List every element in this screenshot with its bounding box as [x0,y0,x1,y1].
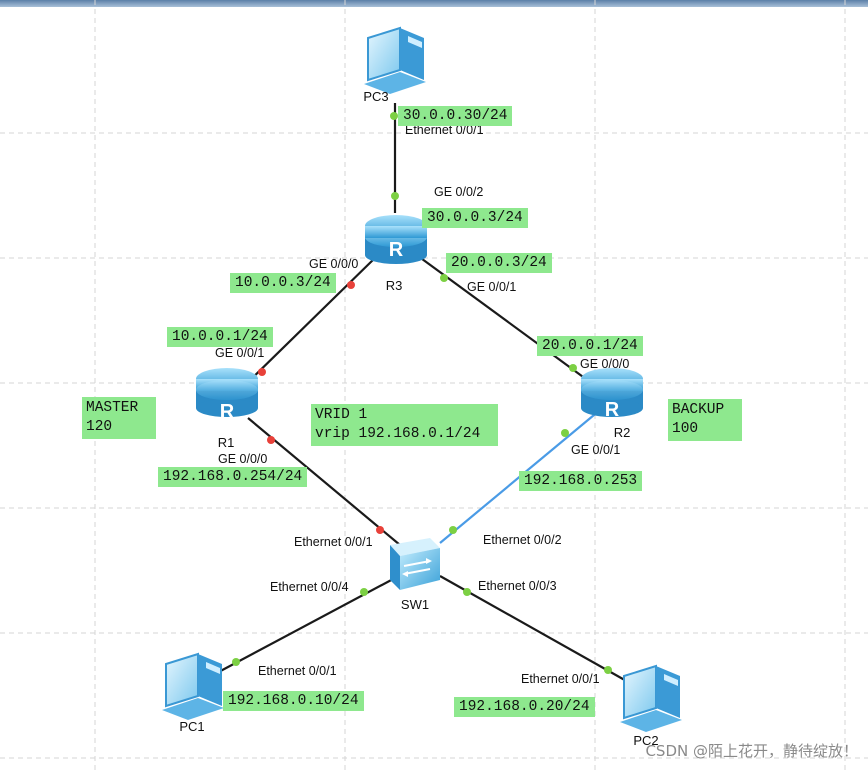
port-indicators [232,112,612,674]
window-title-bar [0,0,868,7]
link-r3-r1 [239,255,378,391]
router-icon-r1[interactable]: R [196,368,258,423]
device-name-pc1: PC1 [179,719,204,734]
ip-label-r1-g1: 10.0.0.1/24 [167,327,273,347]
device-name-pc2: PC2 [633,733,658,748]
port-label-sw-e003: Ethernet 0/0/3 [478,579,557,593]
port-dot-sw-e4 [360,588,368,596]
vrrp-backup-role: BACKUP [672,402,725,418]
ip-label-r1-g0: 192.168.0.254/24 [158,467,308,487]
device-name-pc3: PC3 [363,89,388,104]
device-name-sw1: SW1 [401,597,429,612]
ip-label-r2-g0: 20.0.0.1/24 [537,336,643,356]
ip-label-pc1: 192.168.0.10/24 [223,691,364,711]
port-dot-sw-e3 [463,588,471,596]
vrrp-vrid: VRID 1 [315,407,368,423]
vrrp-master-priority: 120 [86,419,113,435]
ip-label-r2-g1: 192.168.0.253 [519,471,643,491]
port-dot-r1-g1 [258,368,266,376]
port-label-pc3-eth: Ethernet 0/0/1 [405,123,484,137]
watermark: CSDN @陌上花开，静待绽放！ [645,742,858,760]
port-label-sw-e004: Ethernet 0/0/4 [270,580,349,594]
svg-text:R: R [220,401,235,423]
vrrp-master-role: MASTER [86,400,139,416]
port-label-r3-ge002: GE 0/0/2 [434,185,483,199]
port-dot-r2-g1 [561,429,569,437]
ip-label-pc2: 192.168.0.20/24 [454,697,595,717]
port-dot-r3-g0 [347,281,355,289]
port-dot-pc2 [604,666,612,674]
pc-icon-pc1[interactable] [162,652,224,720]
vrrp-virtual-ip: vrip 192.168.0.1/24 [315,426,481,442]
router-icon-r3[interactable]: R [365,215,427,264]
port-label-r2-ge001: GE 0/0/1 [571,443,620,457]
ip-label-r3-g0: 10.0.0.3/24 [230,273,336,293]
svg-text:R: R [389,239,404,261]
port-label-pc2-eth: Ethernet 0/0/1 [521,672,600,686]
port-dot-pc1 [232,658,240,666]
device-name-r2: R2 [614,425,631,440]
vrrp-vrid-label: VRID 1 vrip 192.168.0.1/24 [311,404,498,446]
port-label-pc1-eth: Ethernet 0/0/1 [258,664,337,678]
port-label-sw-e002: Ethernet 0/0/2 [483,533,562,547]
ip-label-pc3: 30.0.0.30/24 [398,106,513,126]
vrrp-backup-label: BACKUP 100 [668,399,742,441]
port-label-r3-ge001: GE 0/0/1 [467,280,516,294]
port-dot-r3-g2 [391,192,399,200]
port-label-r1-ge000: GE 0/0/0 [218,452,267,466]
vrrp-master-label: MASTER 120 [82,397,156,439]
svg-text:R: R [605,399,620,421]
port-dot-r2-g0 [569,364,577,372]
pc-icon-pc2[interactable] [620,664,682,732]
ip-label-r3-g1: 20.0.0.3/24 [446,253,552,273]
port-dot-sw-e1 [376,526,384,534]
port-label-r1-ge001: GE 0/0/1 [215,346,264,360]
pc-icon-pc3[interactable] [364,26,426,94]
device-name-r3: R3 [386,278,403,293]
port-dot-r1-g0 [267,436,275,444]
switch-icon-sw1[interactable] [390,538,440,590]
port-dot-r3-g1 [440,274,448,282]
port-label-r2-ge000: GE 0/0/0 [580,357,629,371]
router-icon-r2[interactable]: R [581,368,643,421]
device-name-r1: R1 [218,435,235,450]
port-dot-sw-e2 [449,526,457,534]
ip-label-r3-g2: 30.0.0.3/24 [422,208,528,228]
vrrp-backup-priority: 100 [672,421,699,437]
port-label-r3-ge000: GE 0/0/0 [309,257,358,271]
port-label-sw-e001: Ethernet 0/0/1 [294,535,373,549]
link-sw1-pc2 [439,575,631,684]
port-dot-pc3 [390,112,398,120]
